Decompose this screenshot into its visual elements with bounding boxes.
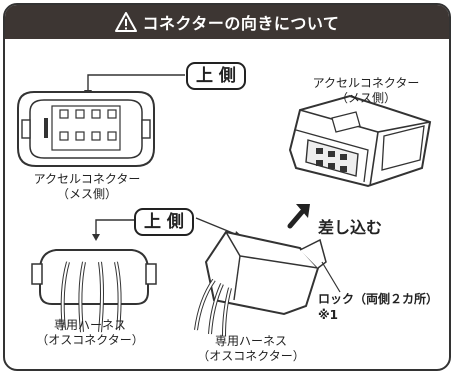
note-label: ※1 [318, 308, 339, 322]
male-harness-face-illustration [31, 249, 157, 333]
warning-triangle-icon [114, 12, 137, 32]
leader-arrow-top [87, 74, 185, 94]
right-harness-label-line1: 専用ハーネス [214, 334, 287, 348]
upper-side-label-bottom: 上 側 [134, 208, 194, 236]
insert-label: 差し込む [318, 218, 383, 237]
title-bar: コネクターの向きについて [5, 5, 449, 39]
left-harness-label-line2: （オスコネクター） [36, 333, 144, 347]
lock-label: ロック（両側２カ所） [318, 292, 439, 306]
left-connector-label: アクセルコネクター （メス側） [12, 172, 162, 202]
right-harness-label: 専用ハーネス （オスコネクター） [186, 334, 316, 364]
male-harness-3d-illustration [194, 230, 327, 337]
leader-arrow-bottom-left [95, 219, 134, 238]
title-text: コネクターの向きについて [142, 14, 340, 33]
insert-direction-arrow [287, 209, 305, 229]
right-connector-label-line2: （メス側） [335, 91, 396, 105]
right-connector-label: アクセルコネクター （メス側） [296, 76, 436, 106]
left-connector-label-line2: （メス側） [56, 187, 117, 201]
right-harness-label-line2: （オスコネクター） [197, 349, 305, 363]
female-connector-face-illustration [17, 91, 155, 167]
upper-side-label-top: 上 側 [186, 62, 246, 90]
diagram-frame: コネクターの向きについて [3, 3, 451, 371]
left-connector-label-line1: アクセルコネクター [33, 172, 141, 186]
right-connector-label-line1: アクセルコネクター [312, 76, 420, 90]
lock-leader-line [321, 261, 341, 293]
female-connector-3d-illustration [288, 94, 432, 188]
left-harness-label: 専用ハーネス （オスコネクター） [20, 318, 160, 348]
left-harness-label-line1: 専用ハーネス [53, 318, 126, 332]
